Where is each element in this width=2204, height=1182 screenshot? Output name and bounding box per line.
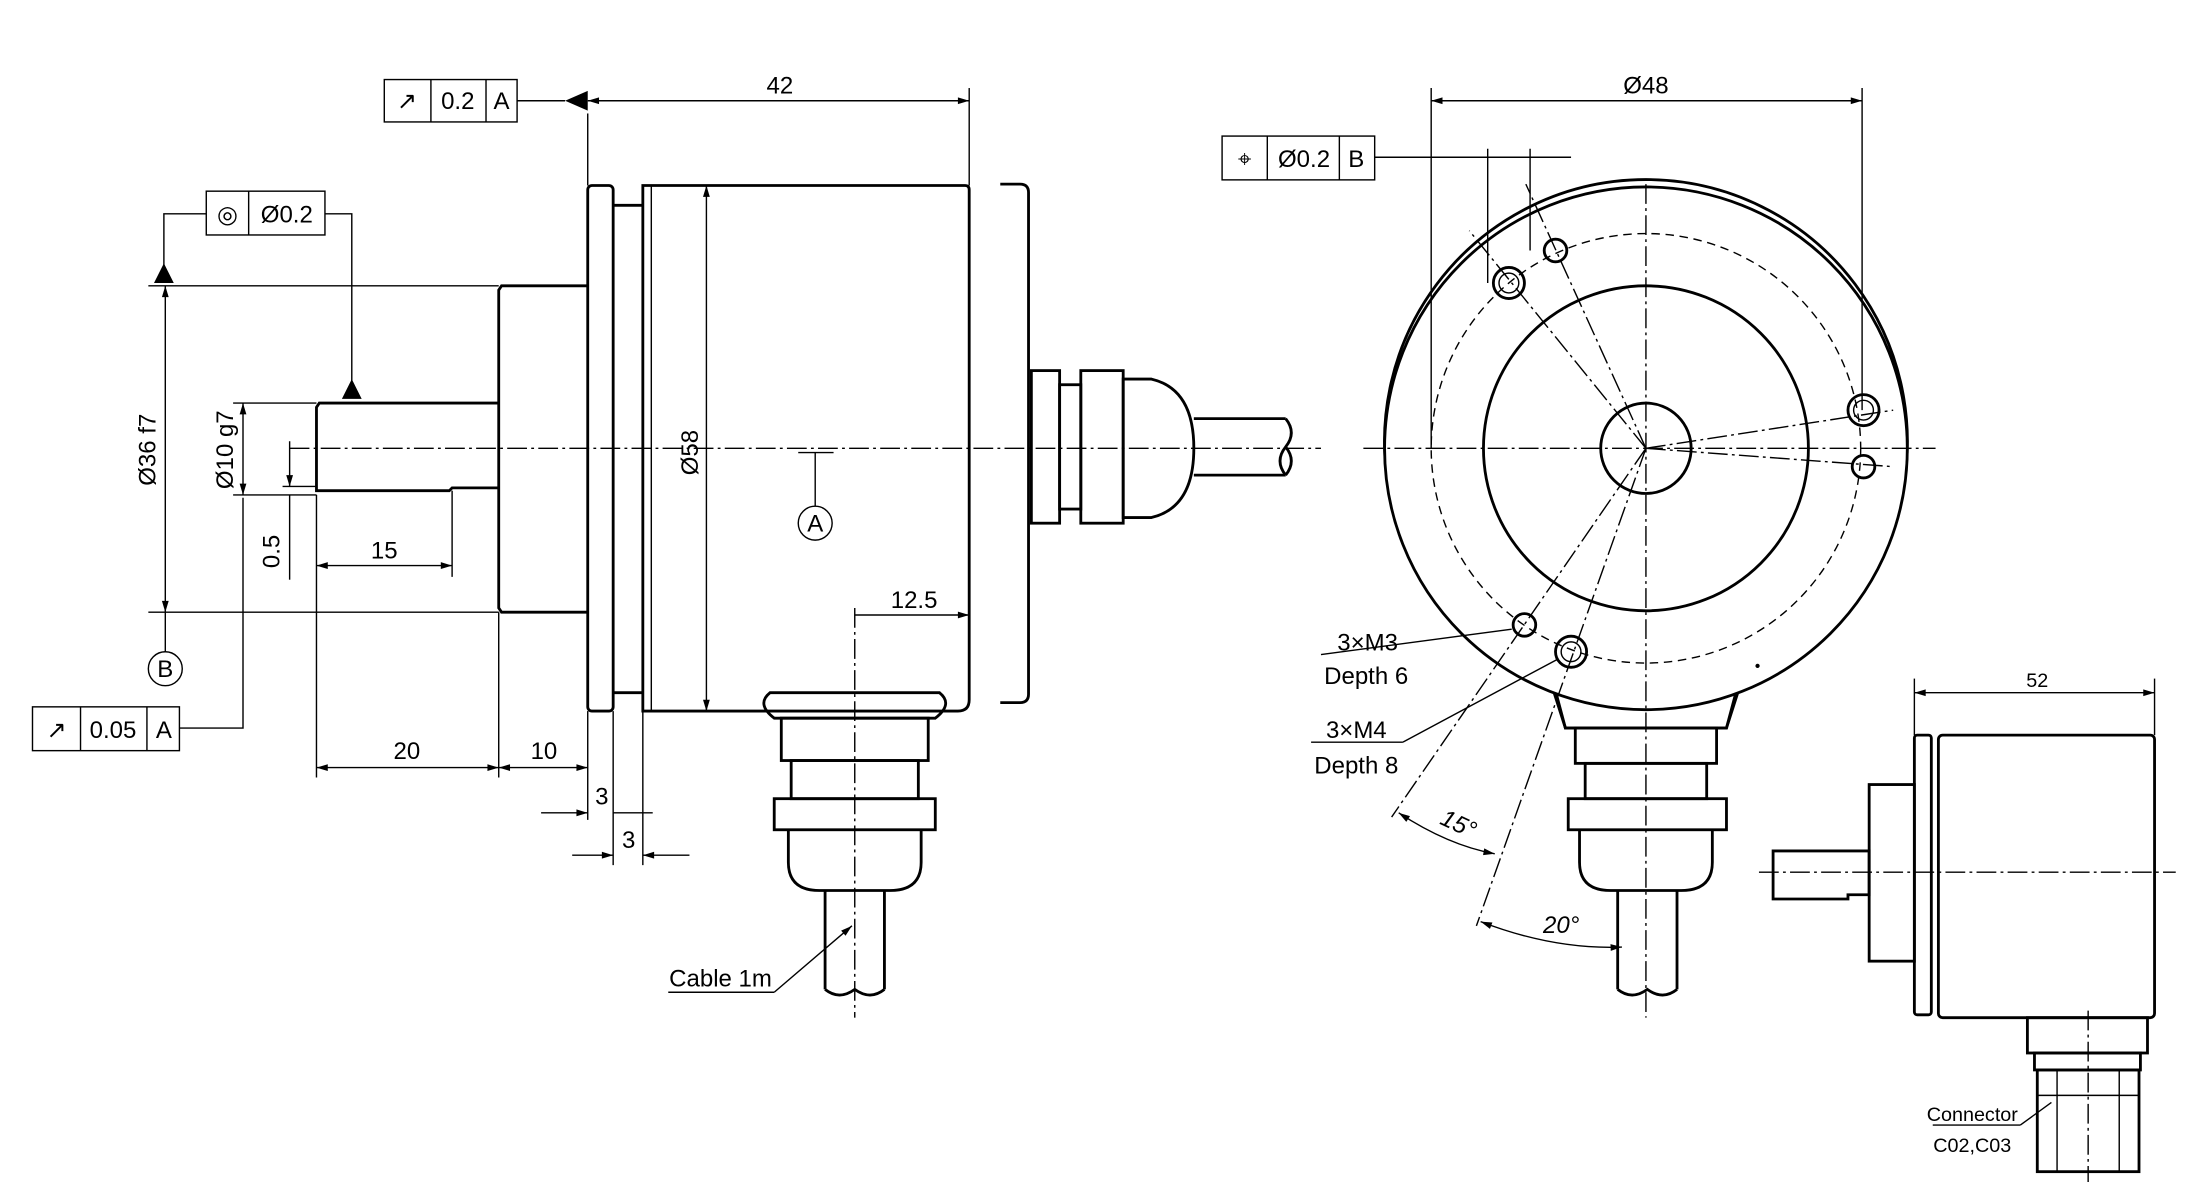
tolerance-frame-position: ⌖ Ø0.2 B xyxy=(1221,135,1572,284)
tolerance-frame-concentricity: ◎ Ø0.2 xyxy=(153,190,362,399)
concentricity-icon: ◎ xyxy=(217,201,238,228)
position-icon: ⌖ xyxy=(1238,146,1252,173)
dim-bolt-circle: Ø48 xyxy=(1623,73,1668,100)
svg-text:A: A xyxy=(156,717,172,744)
dim-shaft-dia: Ø10 g7 xyxy=(212,410,239,489)
holes-m3-depth: Depth 6 xyxy=(1324,663,1408,690)
connector-dim-length: 52 xyxy=(2026,670,2048,692)
mounting-holes xyxy=(1491,237,1881,669)
dim-flange: 3 xyxy=(595,783,608,810)
hub xyxy=(497,284,588,614)
dim-length: 42 xyxy=(767,73,794,100)
holes-m3-label: 3×M3 xyxy=(1337,629,1398,656)
dim-hub-dia: Ø36 f7 xyxy=(134,414,161,486)
connector-codes: C02,C03 xyxy=(1933,1135,2011,1157)
connector xyxy=(2025,1010,2149,1182)
dim-groove: 3 xyxy=(622,827,635,854)
connector-view: 52 Connector C02,C03 xyxy=(1758,670,2176,1182)
runout-icon: ↗ xyxy=(46,717,66,744)
svg-text:A: A xyxy=(494,88,510,115)
dim-gland-offset: 12.5 xyxy=(891,587,938,614)
holes-m4-depth: Depth 8 xyxy=(1314,752,1398,779)
svg-text:Ø0.2: Ø0.2 xyxy=(1278,146,1330,173)
runout-icon: ↗ xyxy=(397,88,417,115)
datum-b-label: B xyxy=(157,656,173,683)
holes-m4-label: 3×M4 xyxy=(1326,717,1387,744)
dim-hub-len: 10 xyxy=(531,738,558,765)
connector-label: Connector xyxy=(1927,1104,2019,1126)
shaft xyxy=(315,401,499,493)
dim-flat-len: 15 xyxy=(371,538,398,565)
cable-gland-bottom xyxy=(762,607,947,1018)
svg-text:B: B xyxy=(1348,146,1364,173)
svg-text:0.05: 0.05 xyxy=(90,717,137,744)
datum-a-label: A xyxy=(807,511,823,538)
svg-text:0.2: 0.2 xyxy=(441,88,474,115)
angle-20-label: 20° xyxy=(1542,912,1580,939)
flange xyxy=(586,184,615,713)
cable-gland-rear xyxy=(1029,369,1293,525)
tolerance-frame-runout-shaft: ↗ 0.05 A xyxy=(31,497,244,752)
dim-body-dia: Ø58 xyxy=(677,430,704,475)
dim-shaft-len: 20 xyxy=(394,738,421,765)
side-view: A 42 Ø58 12.5 20 10 3 3 15 Ø36 f7 Ø10 g7… xyxy=(31,73,1321,1018)
tolerance-frame-runout-face: ↗ 0.2 A xyxy=(383,78,588,123)
angle-15-label: 15° xyxy=(1436,804,1481,844)
cable-label: Cable 1m xyxy=(669,966,772,993)
housing xyxy=(641,184,971,713)
front-view: Ø48 ⌖ Ø0.2 B 3×M3 Depth 6 3×M4 Depth 8 1… xyxy=(1221,73,1936,1018)
dim-flat-depth: 0.5 xyxy=(259,535,286,568)
svg-text:Ø0.2: Ø0.2 xyxy=(261,201,313,228)
